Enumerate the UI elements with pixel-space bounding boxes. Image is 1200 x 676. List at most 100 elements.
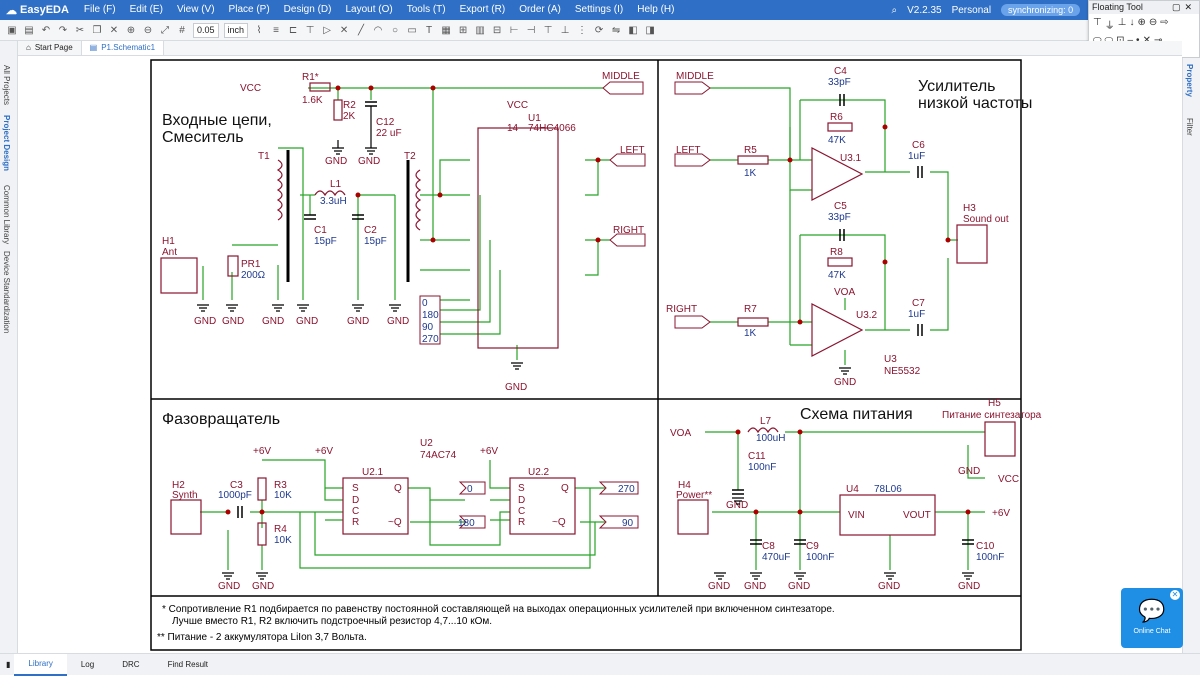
rect-icon[interactable]: ▭	[407, 24, 417, 36]
menu-edit[interactable]: Edit (E)	[129, 4, 163, 15]
tab-project-design[interactable]: Project Design	[2, 115, 11, 172]
u21-label: U2.1	[362, 467, 384, 478]
c8-value: 470uF	[762, 552, 790, 563]
u32-label: U3.2	[856, 310, 878, 321]
easyeda-logo[interactable]: ☁EasyEDA	[6, 4, 69, 17]
u22-label: U2.2	[528, 467, 550, 478]
tab-device-standardization[interactable]: Device Standardization	[2, 251, 11, 334]
dash-tool-icon[interactable]: –	[1127, 35, 1133, 46]
tab-library[interactable]: Library	[14, 653, 67, 676]
minus-tool-icon[interactable]: ⊖	[1148, 17, 1158, 28]
line-icon[interactable]: ╱	[358, 24, 365, 36]
front-icon[interactable]: ◧	[628, 24, 638, 36]
grid-icon[interactable]: #	[179, 24, 185, 36]
table-icon[interactable]: ⊞	[458, 24, 468, 36]
menu-export[interactable]: Export (R)	[459, 4, 506, 15]
title-mixer: Смеситель	[162, 129, 244, 146]
redo-icon[interactable]: ↷	[58, 24, 68, 36]
align-right-icon[interactable]: ⊣	[526, 24, 536, 36]
align-bottom-icon[interactable]: ⊥	[560, 24, 570, 36]
arrow-tool-icon[interactable]: ↓	[1129, 17, 1135, 28]
online-chat-button[interactable]: ✕ 💬 Online Chat	[1121, 588, 1183, 648]
gnd-label: GND	[222, 316, 244, 327]
menu-file[interactable]: File (F)	[83, 4, 116, 15]
c10-value: 100nF	[976, 552, 1004, 563]
save-icon[interactable]: ▣	[7, 24, 17, 36]
delete-icon[interactable]: ✕	[109, 24, 119, 36]
search-icon[interactable]: ⌕	[891, 4, 898, 16]
bus-icon[interactable]: ≡	[273, 24, 279, 36]
arrow-r-tool-icon[interactable]: ⇨	[1160, 17, 1169, 28]
flip-icon[interactable]: ⇋	[611, 24, 621, 36]
copy-icon[interactable]: ❐	[92, 24, 102, 36]
c6-label: C6	[912, 140, 925, 151]
menu-layout[interactable]: Layout (O)	[345, 4, 393, 15]
tab-find-result[interactable]: Find Result	[167, 659, 209, 669]
grid-size-select[interactable]: 0.05	[193, 22, 219, 38]
schematic-drawing[interactable]: Входные цепи, Смеситель Усилитель низкой…	[18, 56, 1182, 653]
fit-icon[interactable]: ⤢	[161, 24, 169, 36]
menu-view[interactable]: View (V)	[176, 4, 215, 15]
tab-drc[interactable]: DRC	[122, 659, 140, 669]
pin-tool-icon[interactable]: ⊸	[1154, 35, 1162, 46]
menu-tools[interactable]: Tools (T)	[406, 4, 446, 15]
gnd-label: GND	[958, 466, 980, 477]
rotate-icon[interactable]: ⟳	[594, 24, 604, 36]
schematic-icon: ▤	[89, 43, 98, 52]
gnd-tool-icon[interactable]: ⏚	[1104, 21, 1115, 32]
circle-icon[interactable]: ○	[392, 24, 399, 36]
tab-all-projects[interactable]: All Projects	[2, 65, 11, 106]
distribute-icon[interactable]: ⋮	[577, 24, 588, 36]
cut-icon[interactable]: ✂	[75, 24, 85, 36]
tab-start-page[interactable]: ⌂Start Page	[18, 41, 82, 55]
dot-tool-icon[interactable]: •	[1136, 35, 1140, 46]
menu-order[interactable]: Order (A)	[519, 4, 561, 15]
power-tool-icon[interactable]: ⊥	[1117, 17, 1127, 28]
c5-value: 33pF	[828, 212, 851, 223]
align-top-icon[interactable]: ⊤	[543, 24, 553, 36]
back-icon[interactable]: ◨	[645, 24, 655, 36]
text-icon[interactable]: T	[425, 24, 433, 36]
port-icon[interactable]: ▷	[323, 24, 331, 36]
menu-place[interactable]: Place (P)	[228, 4, 270, 15]
vcc-tool-icon[interactable]: ⊤	[1093, 17, 1102, 28]
window-controls-icon[interactable]: ▢✕	[1171, 2, 1196, 12]
schematic-canvas[interactable]: Входные цепи, Смеситель Усилитель низкой…	[18, 56, 1182, 653]
ellipse2-tool-icon[interactable]: ⬭	[1105, 35, 1114, 46]
ellipse-tool-icon[interactable]: ⬭	[1093, 35, 1102, 46]
arc-icon[interactable]: ◠	[373, 24, 383, 36]
c7-label: C7	[912, 298, 925, 309]
collapse-handle-icon[interactable]: ▮	[6, 659, 11, 669]
menu-help[interactable]: Help (H)	[637, 4, 675, 15]
close-icon[interactable]: ✕	[1170, 590, 1180, 600]
sync-badge[interactable]: synchronizing: 0	[1001, 4, 1081, 16]
undo-icon[interactable]: ↶	[41, 24, 51, 36]
lib-icon[interactable]: ▥	[475, 24, 485, 36]
image-icon[interactable]: ▦	[441, 24, 451, 36]
c2-value: 15pF	[364, 236, 387, 247]
tab-log[interactable]: Log	[80, 659, 95, 669]
noconnect-icon[interactable]: ✕	[339, 24, 349, 36]
r4-value: 10K	[274, 535, 292, 546]
zoom-out-icon[interactable]: ⊖	[143, 24, 153, 36]
c7-value: 1uF	[908, 309, 925, 320]
align-icon[interactable]: ⊟	[492, 24, 502, 36]
netlabel-icon[interactable]: ⊏	[288, 24, 298, 36]
plan-label[interactable]: Personal	[951, 4, 992, 16]
unit-select[interactable]: inch	[223, 22, 249, 38]
align-left-icon[interactable]: ⊢	[509, 24, 519, 36]
tab-filter[interactable]: Filter	[1185, 118, 1194, 136]
plus-tool-icon[interactable]: ⊕	[1137, 17, 1146, 28]
r7-value: 1K	[744, 328, 757, 339]
folder-icon[interactable]: ▤	[24, 24, 34, 36]
tab-schematic[interactable]: ▤P1.Schematic1	[81, 41, 165, 55]
tab-common-library[interactable]: Common Library	[2, 185, 11, 245]
menu-settings[interactable]: Settings (I)	[574, 4, 624, 15]
netflag-icon[interactable]: ⊤	[305, 24, 315, 36]
x-tool-icon[interactable]: ✕	[1143, 35, 1151, 46]
tab-property[interactable]: Property	[1185, 64, 1194, 97]
box-tool-icon[interactable]: ⊡	[1116, 35, 1124, 46]
zoom-in-icon[interactable]: ⊕	[126, 24, 136, 36]
wire-icon[interactable]: ⌇	[256, 24, 262, 36]
menu-design[interactable]: Design (D)	[283, 4, 332, 15]
